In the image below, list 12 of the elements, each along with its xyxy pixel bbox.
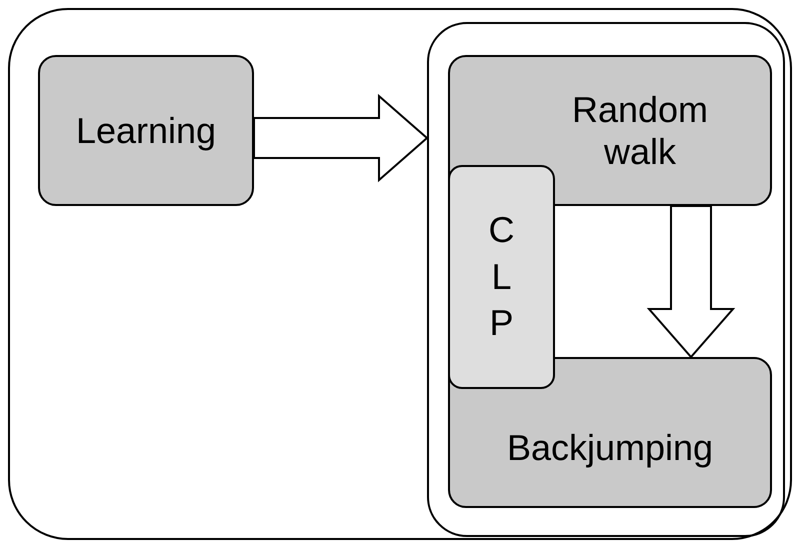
node-label: Backjumping: [506, 426, 714, 468]
process-box: [448, 165, 555, 389]
process-box: [448, 357, 772, 508]
process-box: [38, 55, 254, 206]
block-arrow: [646, 205, 736, 359]
container-box: [8, 8, 792, 540]
block-arrow: [253, 94, 429, 182]
container-box: [427, 22, 785, 537]
node-label: CLP: [488, 208, 516, 346]
node-label: Learning: [76, 110, 216, 152]
node-label: Random walk: [570, 89, 710, 172]
process-box: [448, 55, 772, 206]
